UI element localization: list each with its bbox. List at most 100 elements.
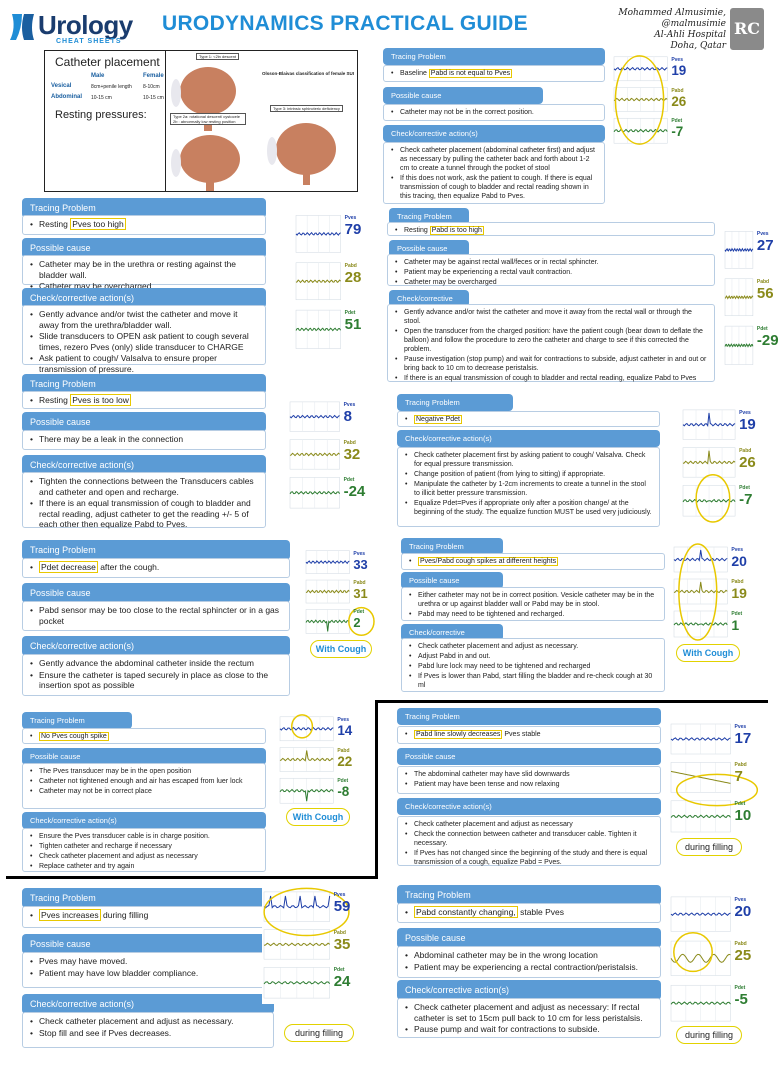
cause-header: Possible cause [401,572,503,589]
pdet-label: Pdet [353,609,365,616]
fig-type3: Type 3: intrinsic sphincteric deficiency [270,105,343,112]
pabd-label: Pabd [343,439,356,446]
cause-header: Possible cause [22,412,266,432]
catheter-panel: Catheter placement Male Female Vesical 8… [44,50,358,192]
pabd-value: 26 [739,453,756,471]
pabd-value: 32 [343,445,361,463]
action-item: Adjust Pabd in and out. [409,652,657,661]
author-name: Mohammed Almusimie, @malmusimie [618,8,726,29]
cause-header: Possible cause [397,748,661,765]
pves-label: Pves [343,401,356,408]
abdominal-male: 10-15 cm [91,95,112,101]
cause-item: Pabd may need to be tightened and rechar… [409,610,657,619]
cause-header: Possible cause [22,748,266,765]
tracing-header: Tracing Problem [22,888,274,908]
rc-logo: RC [730,8,764,50]
action-item: Check catheter placement and adjust as n… [30,852,258,861]
tracing-header: Tracing Problem [383,48,605,65]
problem-pre: Resting [404,227,430,234]
problem-box: Resting Pabd is too high [387,222,715,236]
problem-list: Resting Pves too high [30,218,258,230]
cause-list: The Pves transducer may be in the open p… [30,767,258,796]
pdet-value: 1 [731,617,740,633]
action-box: Check catheter placement (abdominal cath… [383,142,605,204]
pves-label: Pves [739,409,751,416]
problem-highlight: Pabd is too high [429,226,484,235]
cause-list: Catheter may be in the urethra or restin… [30,259,258,292]
pves-label: Pves [756,231,769,238]
cause-header: Possible cause [397,928,661,948]
pabd-value: 7 [734,768,743,786]
action-item: Stop fill and see if Pves decreases. [30,1028,266,1039]
pdet-value: 10 [734,806,752,824]
pves-value: 20 [734,902,752,920]
cause-header: Possible cause [22,934,274,954]
pdet-label: Pdet [344,310,356,317]
pves-value: 59 [333,897,351,915]
action-item: Tighten catheter and recharge if necessa… [30,842,258,851]
action-item: If there is an equal transmission of cou… [395,374,707,383]
pabd-value: 26 [671,93,687,109]
cause-item: Patient may have been tense and now rela… [405,780,653,789]
pdet-label: Pdet [734,800,746,807]
problem-post: during filling [100,910,149,920]
pves-value: 79 [344,221,362,239]
fig-type2: Type 2a: rotational descent/ cystocele 2… [170,113,246,125]
abdominal-female: 10-15 cm [143,95,164,101]
problem-highlight: Pves increases [39,909,101,921]
row-vesical: Vesical [51,83,72,89]
pves-label: Pves [731,547,743,553]
author-hospital: Al-Ahli Hospital [654,30,726,40]
problem-pre: Resting [39,219,71,229]
section-divider [375,700,768,703]
pabd-label: Pabd [739,447,752,454]
problem-item: No Pves cough spike [30,732,258,741]
pdet-value: 24 [333,973,351,991]
pves-value: 19 [739,415,756,433]
pdet-value: -7 [739,491,753,509]
problem-box: Pves increases during filling [22,906,274,928]
action-item: Equalize Pdet=Pves if appropriate only a… [405,499,652,517]
action-item: Pause investigation (stop pump) and wait… [395,355,707,373]
action-list: Check catheter placement and adjust as n… [405,820,653,867]
action-item: Check catheter placement and adjust as n… [405,820,653,829]
cause-item: Catheter may not be in correct place [30,787,258,796]
problem-highlight: Pabd constantly changing, [414,906,518,918]
problem-item: Pabd constantly changing, stable Pves [405,906,653,918]
problem-box: Pabd constantly changing, stable Pves [397,903,661,923]
check-header: Check/corrective action(s) [22,288,266,308]
action-item: Ensure the Pves transducer cable is in c… [30,832,258,841]
col-male: Male [91,73,105,79]
pabd-label: Pabd [756,278,770,285]
col-female: Female [143,73,164,79]
check-header: Check/corrective action(s) [22,812,266,829]
cause-list: There may be a leak in the connection [30,434,258,445]
action-item: If Pves is lower than Pabd, start fillin… [409,672,657,690]
check-header: Check/corrective action(s) [397,430,660,447]
cause-item: Patient may have low bladder compliance. [30,968,266,979]
cause-header: Possible cause [22,238,266,258]
cause-list: Catheter may not be in the correct posit… [391,108,597,117]
resting-label: Resting pressures: [55,109,147,121]
pves-value: 33 [353,556,368,572]
problem-item: Resting Pves is too low [30,394,258,406]
problem-list: Pdet decrease after the cough. [30,561,282,573]
cause-item: Either catheter may not be in correct po… [409,591,657,609]
action-item: If there is an equal transmission of cou… [30,498,258,530]
problem-list: Pves/Pabd cough spikes at different heig… [409,557,657,566]
problem-item: Pdet decrease after the cough. [30,561,282,573]
cause-item: Catheter may be overcharged [395,278,707,287]
action-item: Replace catheter and try again [30,862,258,871]
cause-item: Catheter may not be in the correct posit… [391,108,597,117]
vesical-female: 8-10cm [143,84,160,90]
section-divider [375,700,378,876]
pves-label: Pves [353,550,366,557]
action-box: Check catheter placement and adjust as n… [397,998,661,1038]
problem-list: Pabd constantly changing, stable Pves [405,906,653,918]
tracing-header: Tracing Problem [389,208,469,225]
action-box: Check catheter placement and adjust as n… [397,816,661,866]
